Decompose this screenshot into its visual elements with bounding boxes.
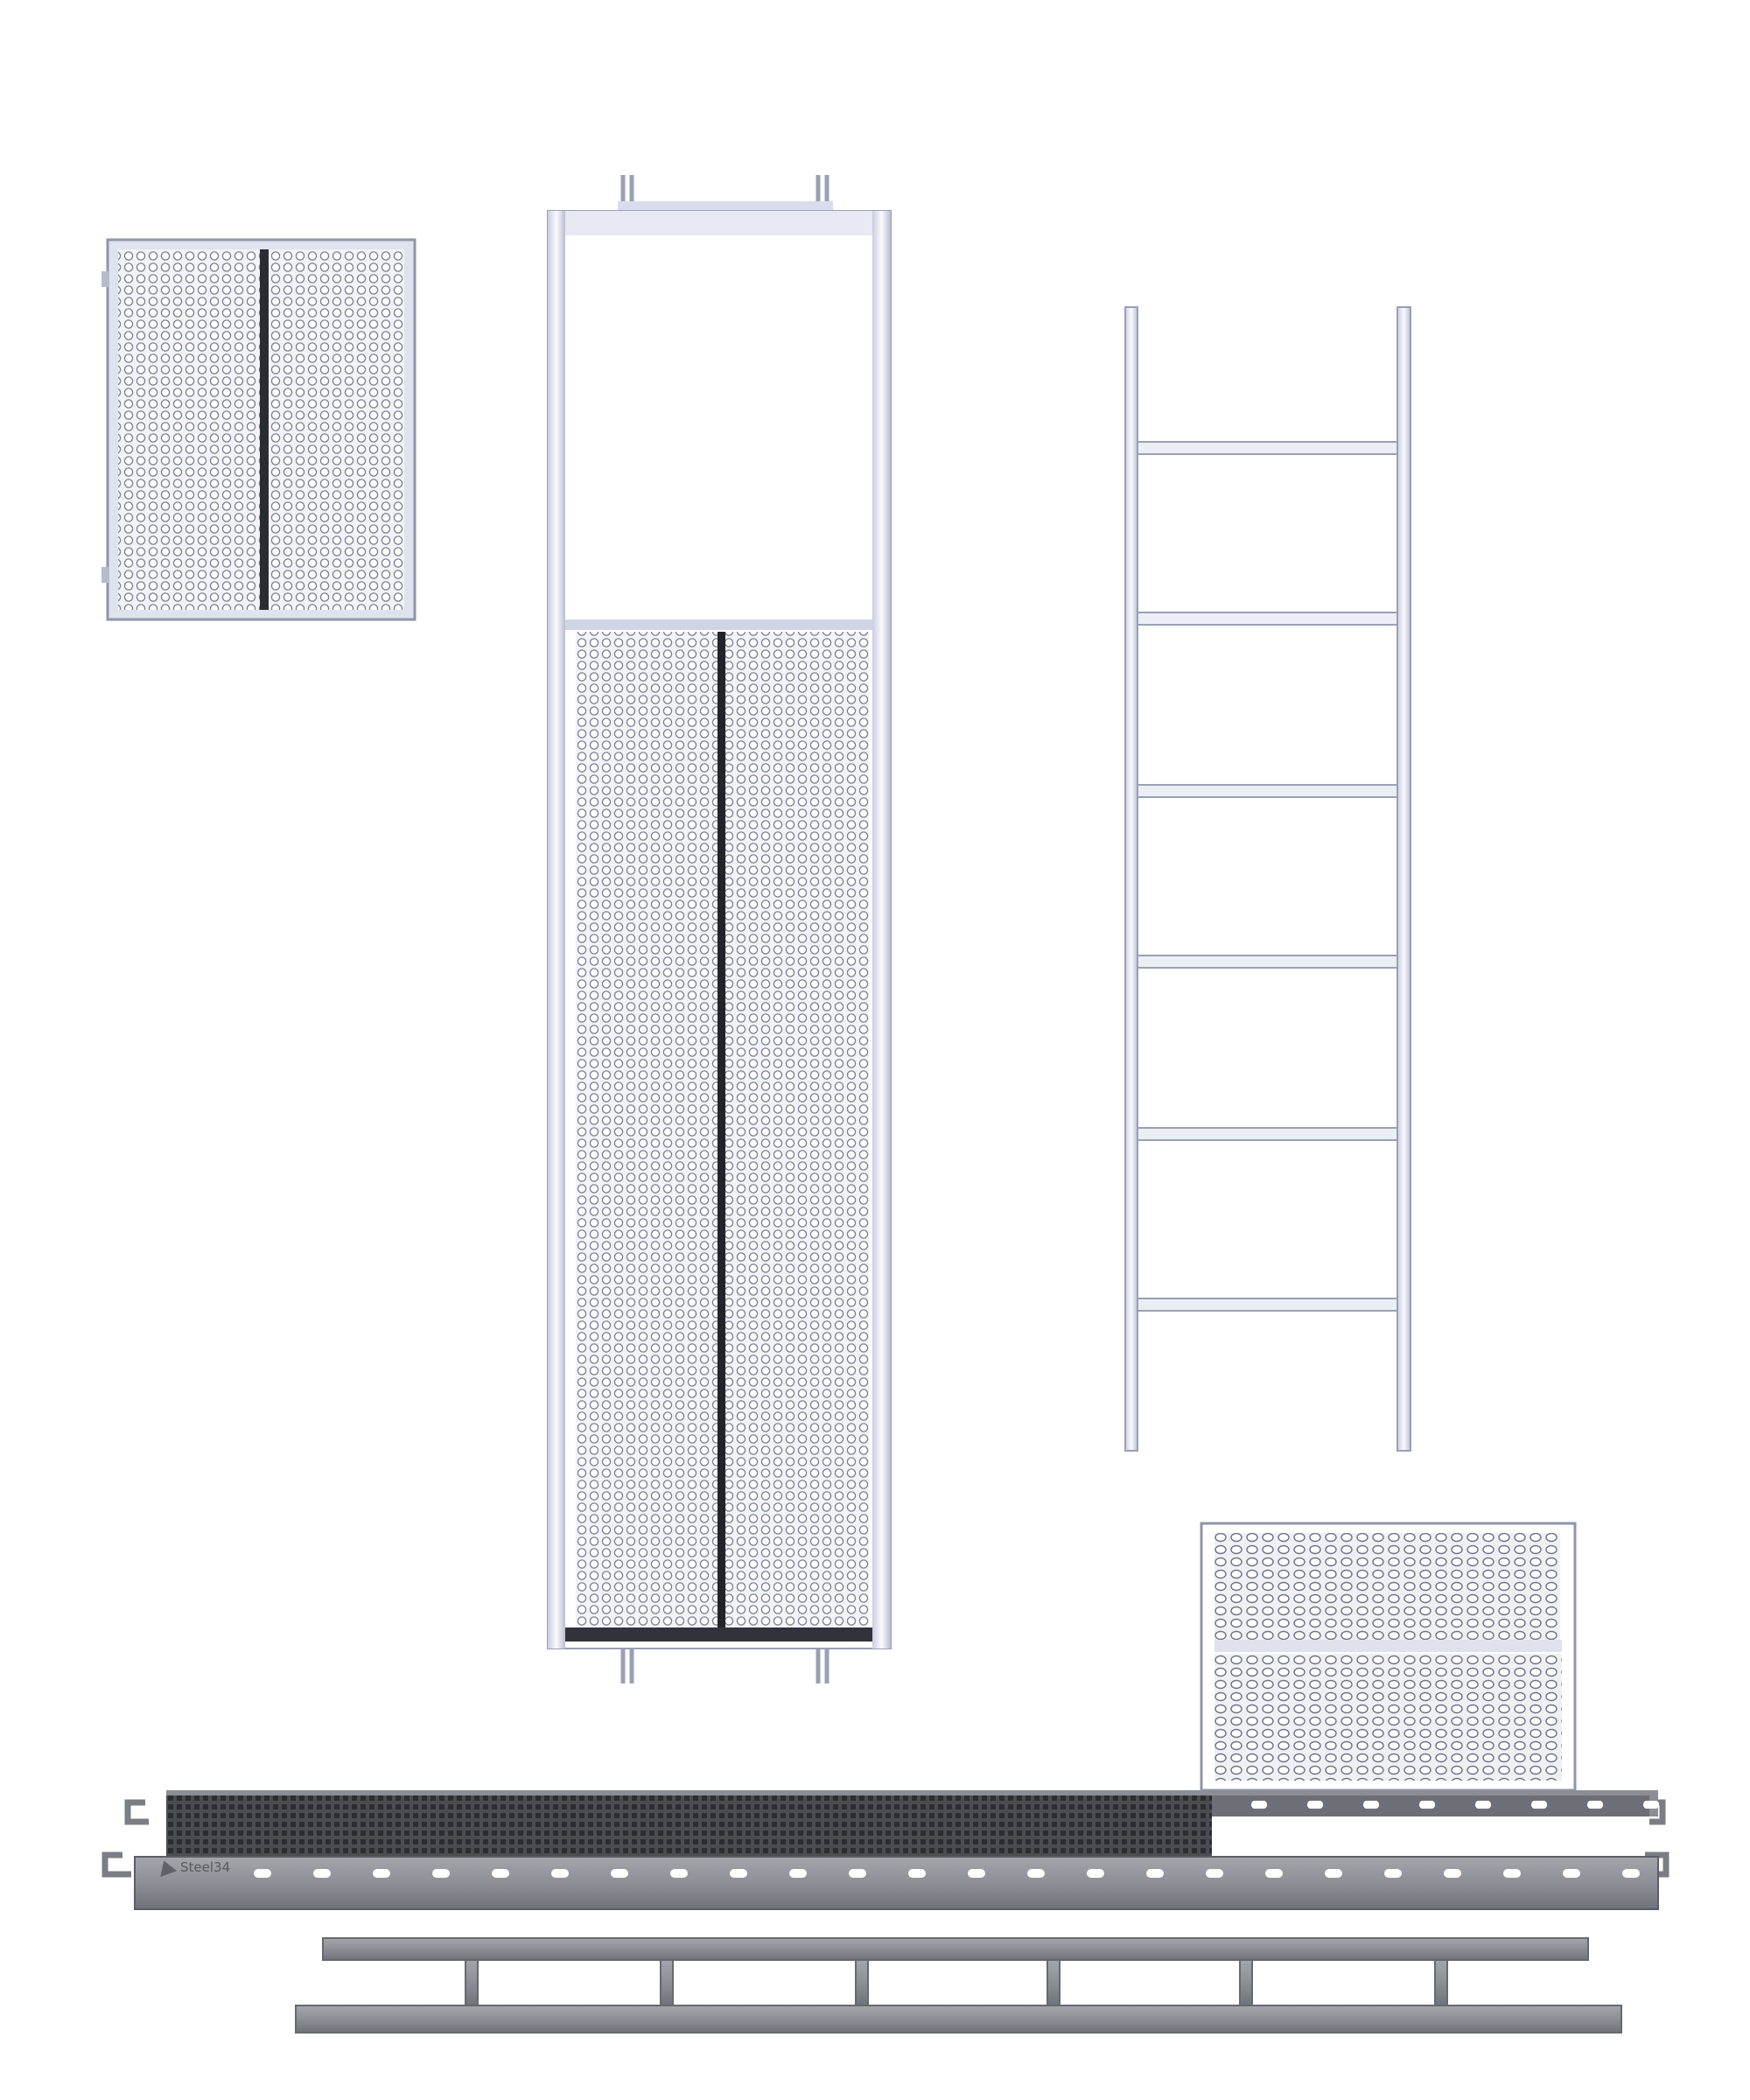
slot: [492, 1869, 509, 1878]
slot: [1363, 1801, 1379, 1809]
slot: [1384, 1869, 1402, 1878]
slot: [432, 1869, 450, 1878]
slot: [1206, 1869, 1223, 1878]
slot: [254, 1869, 271, 1878]
tall-access-panel: [547, 175, 892, 1684]
slot: [1307, 1801, 1323, 1809]
slot: [1503, 1869, 1521, 1878]
vertical-ladder: [1124, 306, 1411, 1452]
slot: [1587, 1801, 1603, 1809]
slot: [789, 1869, 807, 1878]
logo-triangle-icon: [155, 1858, 178, 1877]
slot: [1325, 1869, 1342, 1878]
hatch-lid: [1200, 1522, 1577, 1792]
slot: [968, 1869, 985, 1878]
slot: [1251, 1801, 1267, 1809]
slot: [611, 1869, 628, 1878]
slot: [1475, 1801, 1491, 1809]
slot: [373, 1869, 390, 1878]
slot: [1643, 1801, 1659, 1809]
slot: [1265, 1869, 1283, 1878]
hinge-icon: [102, 271, 108, 287]
horizontal-ladder: [295, 1937, 1622, 2034]
slot: [730, 1869, 747, 1878]
deck-grating: [166, 1796, 1212, 1857]
brand-logo: Steel34: [155, 1858, 231, 1877]
slot: [908, 1869, 926, 1878]
slot: [1087, 1869, 1104, 1878]
slot: [1531, 1801, 1547, 1809]
hinge-icon: [102, 567, 108, 583]
brand-logo-text: Steel34: [180, 1859, 231, 1875]
platform-with-hatch: [102, 1790, 1670, 1910]
slot: [1622, 1869, 1640, 1878]
slot: [551, 1869, 569, 1878]
slot: [1444, 1869, 1461, 1878]
slot: [1563, 1869, 1580, 1878]
slot: [1027, 1869, 1045, 1878]
slot: [849, 1869, 866, 1878]
slot: [313, 1869, 331, 1878]
small-hatch-panel: [102, 238, 416, 621]
slot: [1419, 1801, 1435, 1809]
slot: [1146, 1869, 1164, 1878]
slot: [670, 1869, 688, 1878]
